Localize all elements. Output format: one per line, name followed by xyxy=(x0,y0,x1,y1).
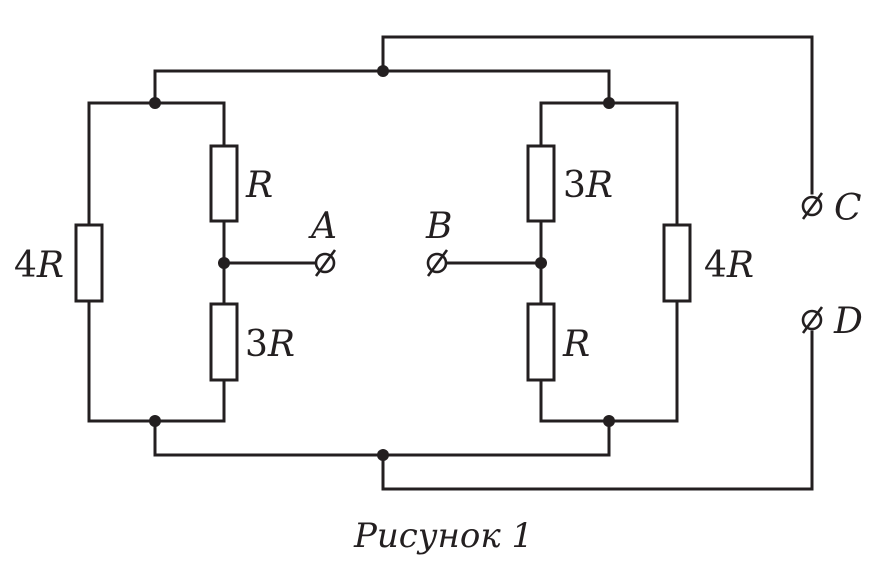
label-right-top: 3R xyxy=(563,165,613,206)
label-terminal-c: C xyxy=(834,188,862,229)
label-terminal-b: B xyxy=(425,206,452,247)
label-left-top: R xyxy=(245,165,273,206)
resistor-left-top xyxy=(209,144,239,223)
label-terminal-a: A xyxy=(308,206,337,247)
label-right-outer: 4R xyxy=(704,245,754,286)
resistor-right-outer xyxy=(662,223,692,303)
figure-caption: Рисунок 1 xyxy=(353,516,533,556)
junction-dot xyxy=(603,415,615,427)
resistor-right-bottom xyxy=(526,302,556,382)
resistor-left-outer xyxy=(74,223,104,303)
label-left-outer: 4R xyxy=(14,245,64,286)
terminal-a xyxy=(314,249,337,277)
junction-dots xyxy=(149,65,615,461)
wire-c-top xyxy=(381,35,814,195)
resistor-right-top xyxy=(526,144,556,223)
junction-dot xyxy=(377,65,389,77)
label-left-bottom: 3R xyxy=(245,324,295,365)
label-terminal-d: D xyxy=(833,301,863,342)
resistor-left-bottom xyxy=(209,302,239,382)
junction-dot xyxy=(535,257,547,269)
terminal-b xyxy=(426,249,449,277)
junction-dot xyxy=(218,257,230,269)
junction-dot xyxy=(377,449,389,461)
junction-dot xyxy=(149,415,161,427)
terminal-c xyxy=(801,192,824,220)
junction-dot xyxy=(603,97,615,109)
label-right-bottom: R xyxy=(562,324,590,365)
terminal-d xyxy=(801,306,824,334)
junction-dot xyxy=(149,97,161,109)
wire-d-bottom xyxy=(381,330,814,491)
